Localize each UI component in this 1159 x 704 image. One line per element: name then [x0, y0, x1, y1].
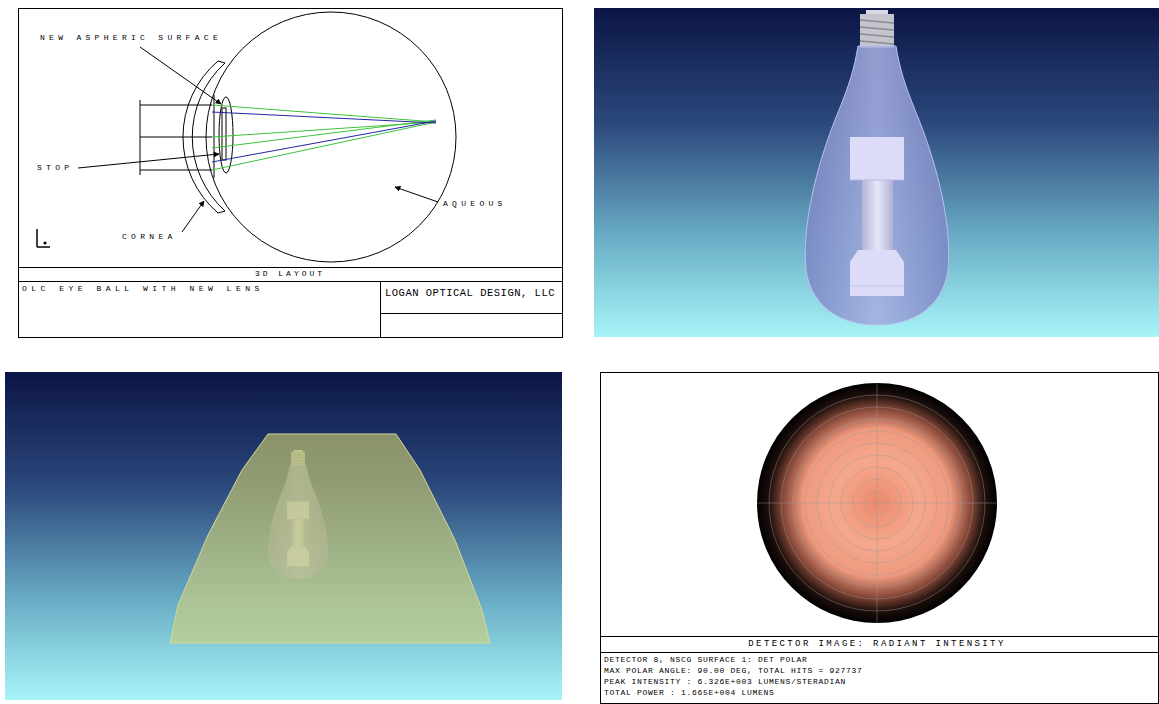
part-label: NEW ASPHERIC SURFACE	[40, 34, 222, 42]
bulb-render-panel	[594, 8, 1159, 337]
axis-symbol	[37, 229, 50, 247]
leader-lines	[78, 47, 438, 232]
polar-grid	[757, 383, 997, 623]
part-label: STOP	[37, 164, 73, 172]
detector-stat: PEAK INTENSITY : 6.326E+003 LUMENS/STERA…	[604, 678, 846, 686]
crystalline-lens	[219, 97, 233, 173]
detector-panel	[600, 373, 1159, 704]
title-block-cell: OLC EYE BALL WITH NEW LENS	[22, 285, 264, 293]
detector-stat: DETECTOR 8, NSCG SURFACE 1: DET POLAR	[604, 656, 808, 664]
detector-heading: DETECTOR IMAGE: RADIANT INTENSITY	[748, 640, 1005, 649]
lampshade	[170, 434, 490, 643]
part-label: AQUEOUS	[443, 200, 507, 208]
intensity-disc	[757, 383, 997, 623]
detector-stat: TOTAL POWER : 1.665E+004 LUMENS	[604, 689, 775, 697]
bulb-model	[805, 10, 949, 325]
ray-fan	[140, 100, 436, 175]
detector-stat: MAX POLAR ANGLE: 90.00 DEG, TOTAL HITS =…	[604, 667, 863, 675]
eyeball-outline	[206, 12, 456, 262]
optical-layout-panel	[18, 9, 563, 338]
detector-caption-rules	[600, 637, 1159, 653]
part-label: CORNEA	[122, 233, 177, 241]
title-block-cell: 3D LAYOUT	[255, 270, 325, 278]
title-block-cell: LOGAN OPTICAL DESIGN, LLC	[385, 288, 555, 299]
lampshade-render-panel	[5, 372, 562, 700]
title-block	[18, 268, 562, 338]
